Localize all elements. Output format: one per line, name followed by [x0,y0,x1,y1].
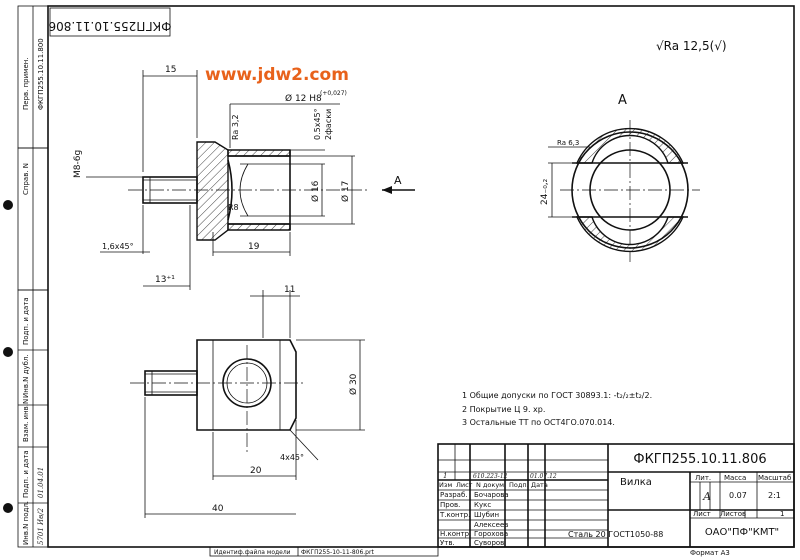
perv-primen-label: Перв. примен. [22,57,30,110]
name-3: Шубин [474,511,499,519]
dim-d30: Ø 30 [348,373,359,395]
stamp-code: ФКГП255.10.11.806 [633,452,766,467]
name-6: Суворов [474,539,504,547]
plan-view [130,339,305,455]
perv-primen-value: ФКГП255.10.11.800 [37,38,45,110]
scale-value: 2:1 [768,491,781,500]
bore-roughness: Ra 3,2 [231,114,240,140]
podp-data2-label: Подп. и дата [22,450,30,498]
dim-chamfer-16: 1,6x45° [102,242,134,251]
dim-15: 15 [165,65,176,75]
scale-label: Масштаб [758,474,791,482]
file-label: Идентиф.файла модели [214,549,291,556]
change-doc: 610.223-12 [473,473,508,480]
dim-19: 19 [248,242,260,252]
note-3: 3 Остальные ТТ по ОСТ4ГО.070.014. [462,418,615,427]
organization: ОАО"ПФ"КМТ" [705,527,779,538]
dim-d16: Ø 16 [310,180,321,202]
note-2: 2 Покрытие Ц 9. хр. [462,405,545,414]
inv-podl-value: 5701 Ив/2 [37,507,45,545]
name-2: Кукс [474,501,491,509]
inv-podl-label: Инв.N подл. [22,501,30,545]
name-5: Горохова [474,530,508,538]
lit-value: А [702,490,711,503]
mirror-code: ФКГП255.10.11.806 [49,19,172,33]
name-4: Алексеев [474,521,508,529]
role-1: Разраб. [440,491,468,499]
date-value: 01.04.01 [37,467,45,498]
role-6: Утв. [440,539,455,547]
col-ndok: N докум. [476,481,506,489]
binding-hole-bot [3,503,13,513]
col-izm: Изм [439,481,452,489]
dim-chamfer-4: 4x45° [280,453,304,462]
binding-hole-mid [3,347,13,357]
dim-d17: Ø 17 [340,181,351,202]
dim-40: 40 [212,504,224,514]
dim-chamfer-note: 2фаски [324,109,333,140]
name-1: Бочарова [474,491,509,499]
mass-label: Масса [724,474,746,482]
mass-value: 0.07 [729,491,747,500]
note-1: 1 Общие допуски по ГОСТ 30893.1: -t₂/₂±t… [462,391,652,400]
change-izm: 1 [443,472,447,480]
binding-hole-top [3,200,13,210]
sheet-label: Лист [693,510,711,518]
podp-data-label: Подп. и дата [22,297,30,345]
dim-chamfer: 0.5x45° [313,108,322,140]
file-strip: Идентиф.файла модели ФКГП255-10-11-806.p… [209,546,730,557]
dim-thread: M8-6g [73,150,83,178]
role-3: Т.контр. [439,511,470,519]
dim-width-24: 24₋₀,₂ [540,178,550,205]
sprav-label: Справ. N [22,163,30,195]
view-roughness: Ra 6,3 [557,139,579,147]
file-name: ФКГП255-10-11-806.prt [301,549,374,556]
technical-notes: 1 Общие допуски по ГОСТ 30893.1: -t₂/₂±t… [462,391,652,427]
role-5: Н.контр. [440,530,471,538]
title-block: 1 610.223-12 01.07.12 Изм Лист N докум. … [437,443,795,548]
watermark: www.jdw2.com [205,65,349,85]
material: Сталь 20 ГОСТ1050-88 [568,530,663,539]
section-dimensions: 15 Ø 12 H8 (+0,027) Ra 3,2 0.5x45° 2фаск… [73,65,415,290]
view-arrow-label: А [394,174,402,187]
part-name: Вилка [620,477,652,488]
lit-label: Лит. [695,474,711,482]
dim-13: 13⁺¹ [155,275,175,285]
dim-r8: R8 [228,203,239,212]
dim-bore-tol: (+0,027) [320,90,347,97]
role-2: Пров. [440,501,460,509]
dim-20: 20 [250,466,262,476]
col-list: Лист [456,481,473,489]
dim-11: 11 [284,285,295,295]
general-roughness: √Ra 12,5(√) [656,39,727,53]
dim-bore: Ø 12 H8 [285,93,322,104]
plan-dimensions: 11 Ø 30 20 4x45° 40 [144,285,365,518]
format-label: Формат А3 [690,549,730,557]
view-a: А 24₋₀,₂ Ra 6,3 [540,93,700,262]
change-date: 01.07.12 [530,473,557,480]
view-a-title: А [618,93,627,108]
sheets-value: 1 [780,510,784,518]
mirror-code-box [49,7,171,37]
side-columns: Перв. примен. ФКГП255.10.11.800 Справ. N… [17,5,49,548]
col-podp: Подп. [509,481,529,489]
sheets-label: Листов [720,510,746,518]
section-view [128,141,370,241]
col-data: Дата [531,481,548,489]
vzam-inv-label: Взам. инв.N [22,399,30,442]
inv-dubl-label: Инв.N дубл. [22,354,30,398]
